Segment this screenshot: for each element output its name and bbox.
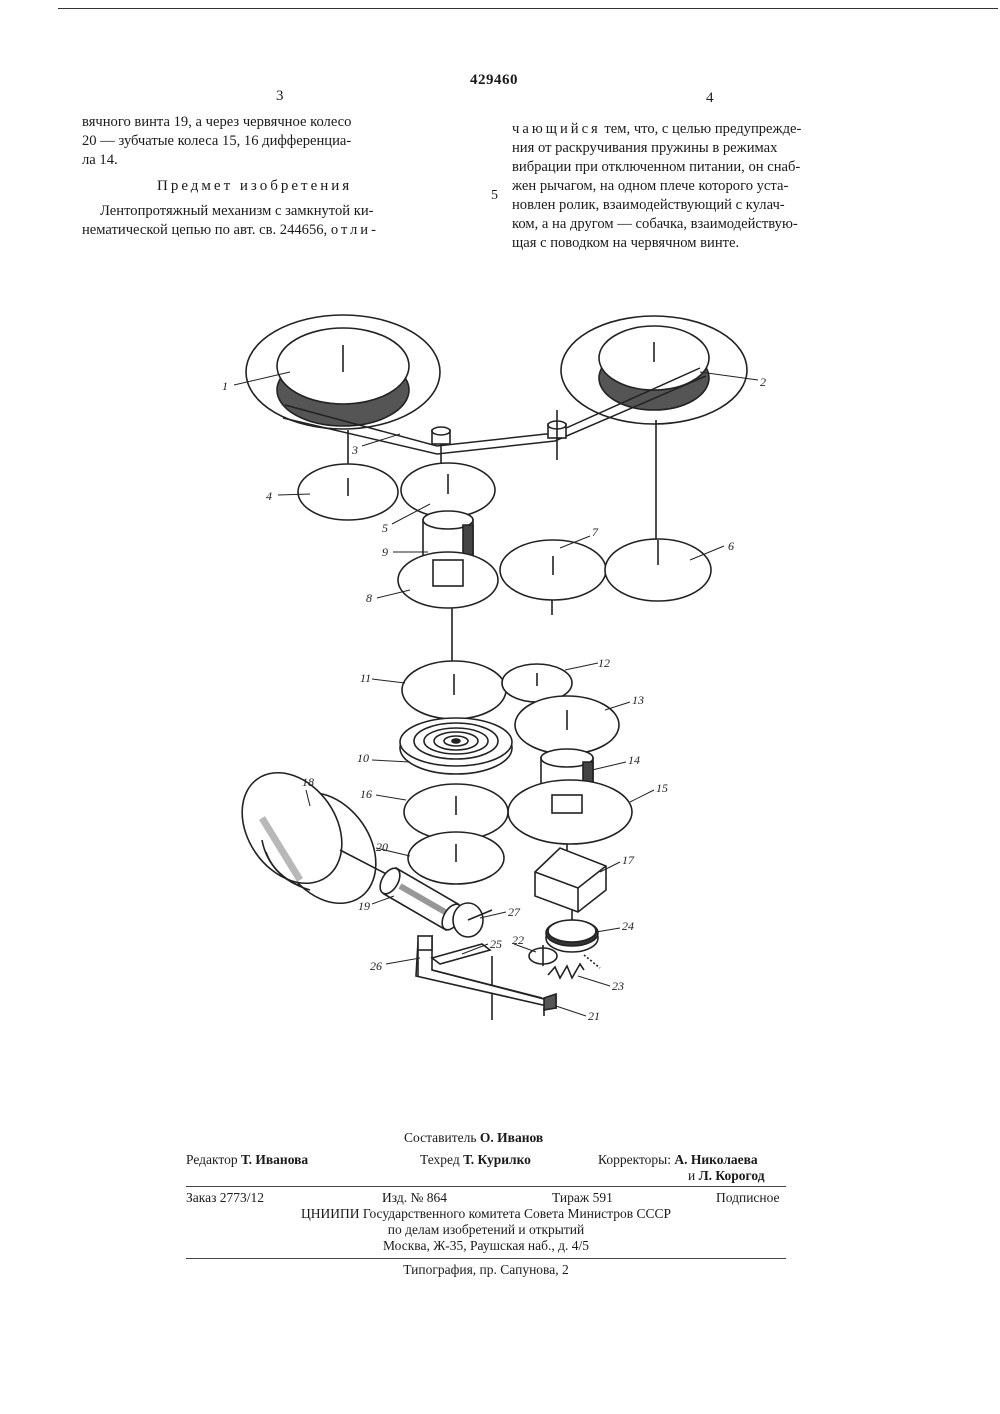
motor-18 [241,771,377,906]
label-14: 14 [628,753,640,767]
right-line-5: новлен ролик, взаимодействующий с кулач- [512,197,785,213]
leader-lines [233,371,759,1017]
left-line-2: 20 — зубчатые колеса 15, 16 дифференциа- [82,133,352,149]
correctors-line: Корректоры: А. Николаева [598,1152,758,1167]
label-27: 27 [508,905,521,919]
spring-23 [547,962,585,980]
spring-10 [399,717,513,775]
printer-line: Типография, пр. Сапунова, 2 [403,1262,569,1277]
label-25: 25 [490,937,502,951]
compiler-line: Составитель О. Иванов [404,1130,544,1145]
right-line-7: щая с поводком на червячном винте. [512,235,740,251]
label-19: 19 [358,899,370,913]
label-2: 2 [760,375,766,389]
org-line-1: ЦНИИПИ Государственного комитета Совета … [300,1206,672,1221]
claim-line-1: Лентопротяжный механизм с замкнутой ки- [100,203,374,219]
subscription: Подписное [716,1190,780,1205]
label-3: 3 [351,443,358,457]
label-23: 23 [612,979,624,993]
label-17: 17 [622,853,635,867]
right-line-3: вибрации при отключенном питании, он сна… [512,159,801,175]
line-number-marker: 5 [491,188,498,203]
org-line-2: по делам изобретений и открытий [387,1222,585,1237]
editor-line: Редактор Т. Иванова [186,1152,309,1167]
claim-text: Лентопротяжный механизм с замкнутой ки- … [82,202,474,240]
left-line-1: вячного винта 19, а через червячное коле… [82,114,352,130]
lever-21 [415,934,557,1011]
left-paragraph: вячного винта 19, а через червячное коле… [82,113,474,170]
footer-rule-1 [186,1186,786,1187]
section-heading: Предмет изобретения [157,178,353,194]
label-7: 7 [592,525,599,539]
reel-2 [560,315,748,425]
claim-spaced-word: отли- [330,222,379,238]
label-1: 1 [222,379,228,393]
reel-1 [245,314,441,430]
right-line-1: чающийся тем, что, с целью предупрежде- [512,121,802,137]
top-rule [58,8,998,9]
label-9: 9 [382,545,388,559]
tape-3 [282,367,707,465]
order-number: Заказ 2773/12 [186,1190,265,1205]
techred-line: Техред Т. Курилко [420,1152,531,1167]
label-20: 20 [376,840,388,854]
patent-number: 429460 [470,72,518,88]
spring-anchor [583,954,601,969]
label-4: 4 [266,489,272,503]
right-line-2: ния от раскручивания пружины в режимах [512,140,778,156]
worm-screw-19 [379,866,463,932]
label-15: 15 [656,781,668,795]
label-22: 22 [512,933,524,947]
cam-24 [545,919,599,953]
label-26: 26 [370,959,382,973]
label-13: 13 [632,693,644,707]
corrector-2-line: и Л. Корогод [688,1168,765,1183]
edition-number: Изд. № 864 [382,1190,447,1205]
left-column-number: 3 [276,88,284,104]
label-16: 16 [360,787,372,801]
right-line-4: жен рычагом, на одном плече которого уст… [512,178,789,194]
right-column-number: 4 [706,90,714,106]
right-paragraph: чающийся тем, что, с целью предупрежде- … [512,120,906,253]
label-5: 5 [382,521,388,535]
label-12: 12 [598,656,610,670]
gear-6 [604,538,712,602]
label-18: 18 [302,775,314,789]
left-line-3: ла 14. [82,152,118,168]
right-line-6: ком, а на другом — собачка, взаимодейств… [512,216,798,232]
label-11: 11 [360,671,371,685]
org-line-3: Москва, Ж-35, Раушская наб., д. 4/5 [382,1238,590,1253]
claim-line-2: нематической цепью по авт. св. 244656, о… [82,222,379,238]
footer-rule-2 [186,1258,786,1259]
label-21: 21 [588,1009,600,1023]
block-17 [534,847,607,913]
right-spaced-word: чающийся [512,121,601,137]
label-8: 8 [366,591,372,605]
label-24: 24 [622,919,634,933]
label-10: 10 [357,751,369,765]
label-6: 6 [728,539,734,553]
print-run: Тираж 591 [552,1190,613,1205]
